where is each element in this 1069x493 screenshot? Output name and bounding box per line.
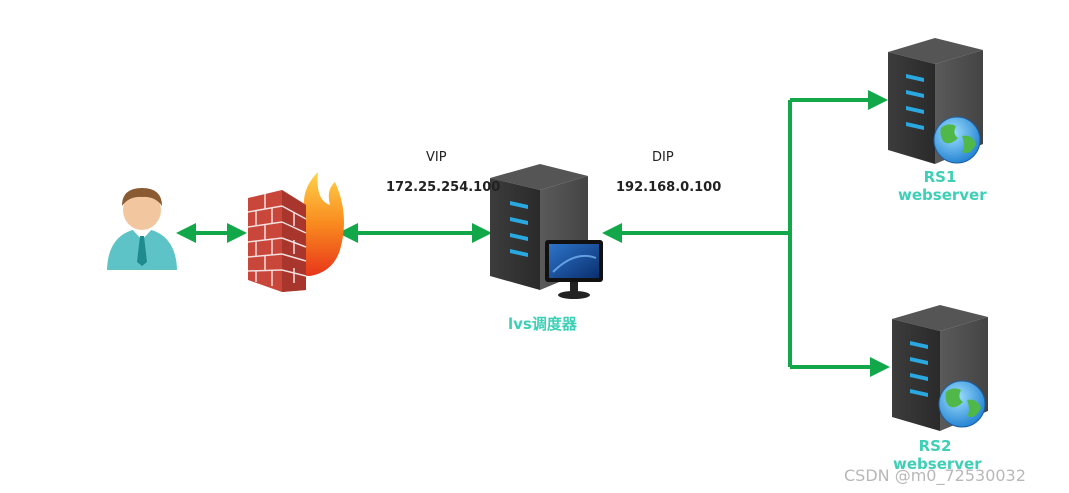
watermark: CSDN @m0_72530032 <box>844 466 1026 485</box>
rs2-caption: RS2 webserver <box>893 437 982 473</box>
rs2-name: RS2 <box>918 437 952 455</box>
vip-label: VIP <box>426 150 447 165</box>
rs2-web-server-icon <box>892 305 988 431</box>
rs1-name: RS1 <box>923 168 957 186</box>
rs2-role: webserver <box>893 455 982 473</box>
vip-address: 172.25.254.100 <box>386 180 501 195</box>
director-caption: lvs调度器 <box>508 315 577 333</box>
globe-icon <box>933 116 981 164</box>
server-monitor-icon <box>490 164 603 299</box>
user-icon <box>107 188 177 270</box>
firewall-icon <box>247 172 344 292</box>
globe-icon <box>938 380 986 428</box>
rs1-web-server-icon <box>888 38 983 164</box>
dip-label: DIP <box>652 150 674 165</box>
connectors <box>176 90 890 377</box>
dip-address: 192.168.0.100 <box>616 180 722 195</box>
rs1-caption: RS1 webserver <box>898 168 987 204</box>
rs1-role: webserver <box>898 186 987 204</box>
